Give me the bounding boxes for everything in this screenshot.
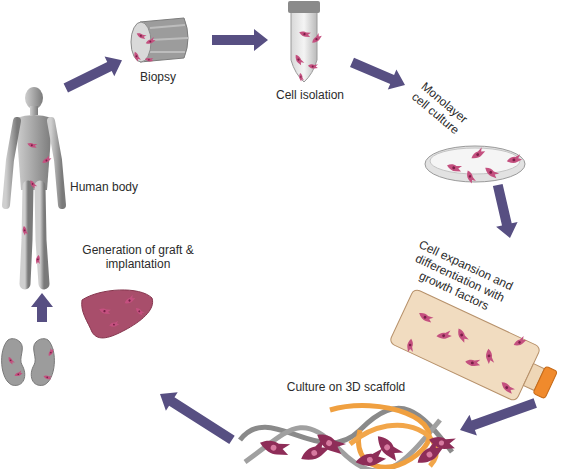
- petri-dish: [425, 146, 525, 184]
- flow-arrow: [31, 293, 53, 322]
- liver-graft-part: [109, 321, 120, 328]
- flow-arrow: [160, 392, 235, 444]
- stage-node: Culture on 3D scaffold: [232, 378, 460, 469]
- culture-flask-part: [436, 331, 452, 340]
- stage-node: Cell expansion and differentiation with …: [378, 238, 563, 403]
- stage-label: Cell isolation: [268, 88, 352, 102]
- human-figure-part: [35, 255, 41, 265]
- biopsy-tissue-part: [145, 57, 154, 63]
- stage-label: Generation of graft & implantation: [82, 243, 194, 271]
- stage-node: Cell isolation: [268, 0, 352, 104]
- scaffold-fibers-part: [428, 432, 458, 452]
- scaffold-fibers-part: [258, 434, 292, 459]
- flow-arrow: [64, 57, 122, 93]
- scaffold-fibers: [240, 406, 457, 469]
- biopsy-tissue-part: [136, 31, 147, 40]
- culture-flask-part: [533, 366, 557, 399]
- culture-flask-part: [417, 309, 434, 324]
- centrifuge-tube: [288, 1, 323, 82]
- culture-flask-part: [512, 336, 527, 348]
- kidney-graft: [2, 339, 55, 386]
- liver-graft-part: [98, 306, 111, 316]
- kidney-graft-part: [2, 339, 25, 386]
- kidney-graft-part: [47, 347, 55, 356]
- human-figure-part: [16, 115, 52, 190]
- liver-graft-part: [123, 294, 136, 305]
- culture-flask-part: [499, 379, 515, 395]
- centrifuge-tube-part: [298, 73, 304, 82]
- kidney-graft-part: [14, 370, 23, 377]
- biopsy-tissue-part: [133, 51, 141, 62]
- biopsy-tissue-part: [150, 25, 188, 52]
- human-figure-part: [40, 186, 44, 284]
- kidney-graft-part: [31, 339, 54, 386]
- kidney-graft-part: [43, 374, 52, 381]
- human-figure-part: [51, 121, 62, 205]
- centrifuge-tube-part: [298, 29, 311, 39]
- human-figure-part: [41, 155, 52, 164]
- culture-flask-part: [465, 357, 481, 367]
- petri-dish-part: [446, 161, 463, 173]
- human-figure-part: [22, 226, 28, 236]
- culture-flask-part: [485, 348, 494, 364]
- scaffold-fibers-part: [354, 448, 387, 468]
- stage-label: Human body: [70, 180, 140, 194]
- centrifuge-tube-part: [291, 12, 317, 82]
- culture-flask-part: [389, 288, 541, 402]
- biopsy-tissue-part: [145, 37, 156, 45]
- stage-label: Cell expansion and differentiation with …: [397, 234, 524, 323]
- petri-dish-part: [483, 164, 500, 180]
- scaffold-fibers-part: [373, 431, 404, 464]
- centrifuge-tube-part: [308, 63, 319, 70]
- liver-graft-part: [82, 290, 153, 338]
- stage-node: Generation of graft & implantation: [0, 322, 160, 402]
- petri-dish-part: [469, 147, 486, 161]
- human-figure-part: [27, 141, 38, 149]
- human-figure-part: [29, 179, 38, 189]
- human-figure-part: [6, 121, 17, 205]
- flow-arrow: [460, 398, 537, 435]
- scaffold-fibers-part: [314, 428, 348, 458]
- human-figure-part: [25, 186, 28, 284]
- flow-arrow: [212, 29, 268, 51]
- petri-dish-part: [506, 154, 522, 164]
- stage-label: Monolayer cell culture: [403, 74, 476, 142]
- flow-arrow: [350, 58, 405, 90]
- culture-flask-part: [406, 338, 415, 353]
- kidney-graft-part: [7, 356, 15, 365]
- human-figure-part: [25, 87, 43, 109]
- flow-arrow: [493, 184, 518, 238]
- centrifuge-tube-part: [310, 32, 323, 44]
- centrifuge-tube-part: [288, 1, 320, 13]
- biopsy-tissue: [131, 18, 188, 62]
- petri-dish-part: [425, 146, 525, 182]
- petri-dish-part: [430, 148, 520, 174]
- human-figure: [6, 87, 62, 284]
- stage-label: Culture on 3D scaffold: [232, 380, 460, 394]
- liver-graft: [82, 290, 153, 338]
- petri-dish-part: [465, 169, 476, 184]
- human-figure-part: [30, 106, 38, 115]
- stage-node: Biopsy: [122, 8, 212, 86]
- liver-graft-part: [134, 306, 145, 317]
- culture-flask-part: [456, 327, 469, 344]
- stage-label: Biopsy: [122, 70, 194, 84]
- stage-node: Monolayer cell culture: [405, 85, 535, 185]
- centrifuge-tube-part: [294, 53, 305, 66]
